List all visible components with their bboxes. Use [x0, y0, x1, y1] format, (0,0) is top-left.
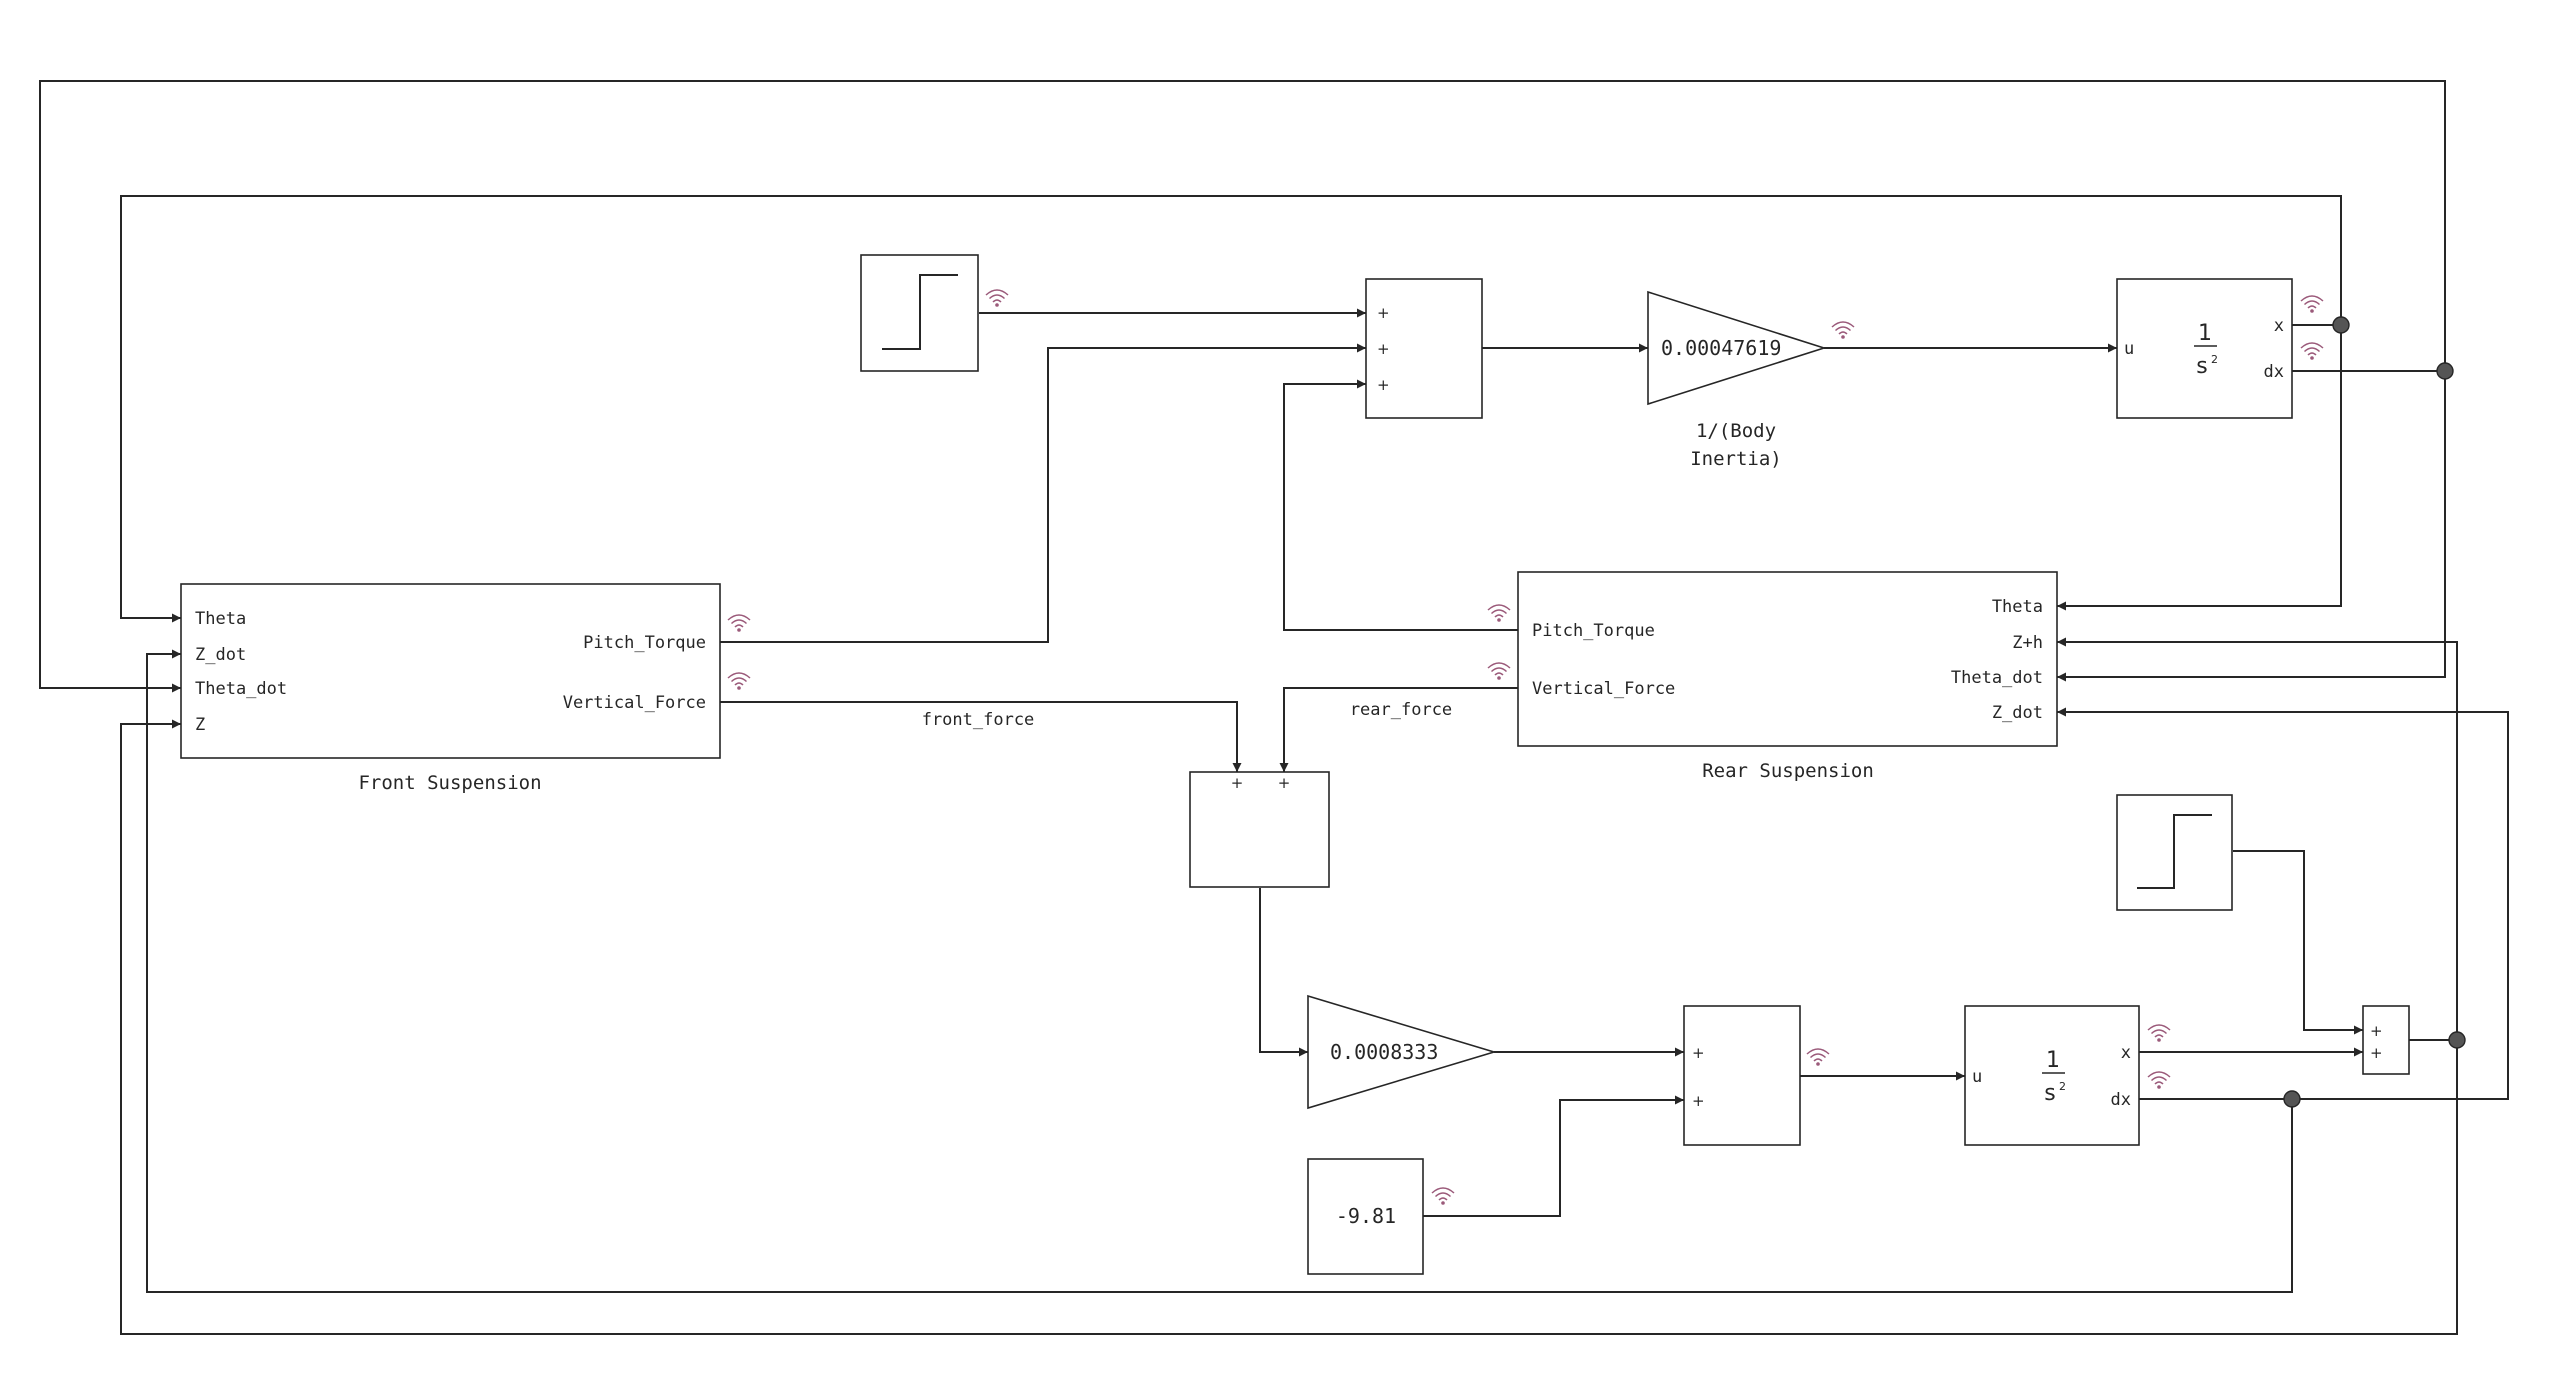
signal-logging-icon[interactable]	[727, 614, 751, 632]
wire-front-pitch-torque[interactable]	[720, 343, 1366, 643]
integrator-denominator: s	[2196, 354, 2207, 379]
port-label-x: x	[2121, 1043, 2131, 1063]
wire-rear-force[interactable]	[1279, 687, 1518, 772]
signal-logging-icon[interactable]	[1806, 1048, 1830, 1066]
signal-logging-icon[interactable]	[1431, 1187, 1455, 1205]
step-icon	[2137, 814, 2212, 889]
sum-sign: +	[1692, 1092, 1705, 1110]
constant-value: -9.81	[1336, 1204, 1396, 1228]
port-label-z-dot: Z_dot	[195, 645, 246, 665]
front-suspension-title: Front Suspension	[358, 772, 541, 794]
constant-block-gravity[interactable]: -9.81	[1307, 1158, 1424, 1275]
wire-thetadot-to-front[interactable]	[39, 80, 2446, 693]
gain-value: 0.0008333	[1330, 1040, 1438, 1064]
port-label-dx: dx	[2111, 1090, 2131, 1110]
step-block-right[interactable]	[2116, 794, 2233, 911]
port-label-theta-dot: Theta_dot	[1951, 668, 2043, 688]
rear-suspension-block[interactable]: Pitch_Torque Vertical_Force Theta Z+h Th…	[1517, 571, 2058, 747]
sum-block-accel[interactable]: + +	[1683, 1005, 1801, 1146]
wire-force-to-gain[interactable]	[1259, 888, 1308, 1057]
port-label-z: Z	[195, 715, 205, 735]
junction-dot	[2436, 362, 2454, 380]
port-label-u: u	[2124, 339, 2134, 359]
port-label-theta: Theta	[1992, 597, 2043, 617]
sum-block-height[interactable]: + +	[2362, 1005, 2410, 1075]
port-label-pitch-torque: Pitch_Torque	[583, 633, 706, 653]
port-label-theta: Theta	[195, 609, 246, 629]
integrator-exponent: 2	[2059, 1080, 2066, 1093]
gain-value: 0.00047619	[1661, 336, 1781, 360]
integrator-block-bottom[interactable]: u 1 s 2 x dx	[1964, 1005, 2140, 1146]
signal-logging-icon[interactable]	[2147, 1071, 2171, 1089]
wire-theta-to-front[interactable]	[120, 195, 2342, 623]
sum-sign: +	[1377, 304, 1390, 322]
sum-sign: +	[2370, 1044, 2383, 1062]
sum-sign: +	[1231, 774, 1244, 792]
port-label-vertical-force: Vertical_Force	[1532, 679, 1675, 699]
port-label-u: u	[1972, 1067, 1982, 1087]
integrator-numerator: 1	[2046, 1048, 2060, 1073]
port-label-z-plus-h: Z+h	[2012, 633, 2043, 653]
wire-zh-to-rear[interactable]	[2057, 637, 2458, 1040]
sum-sign: +	[1278, 774, 1291, 792]
port-label-x: x	[2274, 316, 2284, 336]
wire-zh-to-front[interactable]	[120, 719, 2458, 1335]
signal-logging-icon[interactable]	[985, 289, 1009, 307]
integrator-denominator: s	[2044, 1081, 2055, 1106]
signal-logging-icon[interactable]	[2300, 295, 2324, 313]
wire-front-force[interactable]	[720, 701, 1242, 772]
step-icon	[882, 274, 958, 350]
sum-sign: +	[1692, 1044, 1705, 1062]
port-label-pitch-torque: Pitch_Torque	[1532, 621, 1655, 641]
gain-block-pitch[interactable]: 0.00047619	[1647, 290, 1827, 406]
wire-step-right-to-sum[interactable]	[2233, 850, 2363, 1035]
signal-label-front-force: front_force	[922, 710, 1035, 730]
integrator-numerator: 1	[2198, 321, 2212, 346]
signal-logging-icon[interactable]	[727, 672, 751, 690]
wire-thetadot-to-rear[interactable]	[2057, 371, 2446, 682]
gain-label-line1: 1/(Body	[1696, 420, 1776, 442]
wire-theta-to-rear[interactable]	[2057, 325, 2342, 611]
junction-dot	[2448, 1031, 2466, 1049]
signal-logging-icon[interactable]	[1831, 321, 1855, 339]
integrator-exponent: 2	[2211, 353, 2218, 366]
signal-lines	[39, 80, 2509, 1335]
integrator-block-top[interactable]: u 1 s 2 x dx	[2116, 278, 2293, 419]
sum-sign: +	[1377, 376, 1390, 394]
sum-block-force[interactable]: + +	[1189, 771, 1330, 888]
signal-label-rear-force: rear_force	[1350, 700, 1452, 720]
signal-logging-icon[interactable]	[1487, 604, 1511, 622]
port-label-theta-dot: Theta_dot	[195, 679, 287, 699]
junction-dot	[2283, 1090, 2301, 1108]
gain-block-force[interactable]: 0.0008333	[1307, 994, 1497, 1110]
signal-logging-icon[interactable]	[2147, 1024, 2171, 1042]
gain-label-line2: Inertia)	[1690, 448, 1782, 470]
rear-suspension-title: Rear Suspension	[1702, 760, 1874, 782]
port-label-dx: dx	[2264, 362, 2284, 382]
sum-block-pitch[interactable]: + + +	[1365, 278, 1483, 419]
port-label-vertical-force: Vertical_Force	[563, 693, 706, 713]
sum-sign: +	[2370, 1022, 2383, 1040]
wire-zdot-to-front[interactable]	[146, 649, 2293, 1293]
port-label-z-dot: Z_dot	[1992, 703, 2043, 723]
junction-dot	[2332, 316, 2350, 334]
front-suspension-block[interactable]: Theta Z_dot Theta_dot Z Pitch_Torque Ver…	[180, 583, 721, 759]
sum-sign: +	[1377, 340, 1390, 358]
wire-rear-pitch-torque[interactable]	[1283, 379, 1518, 631]
signal-logging-icon[interactable]	[2300, 342, 2324, 360]
step-block-top[interactable]	[860, 254, 979, 372]
wire-gravity-to-sum[interactable]	[1423, 1095, 1684, 1217]
signal-logging-icon[interactable]	[1487, 662, 1511, 680]
wire-zdot-out[interactable]	[2057, 707, 2509, 1100]
